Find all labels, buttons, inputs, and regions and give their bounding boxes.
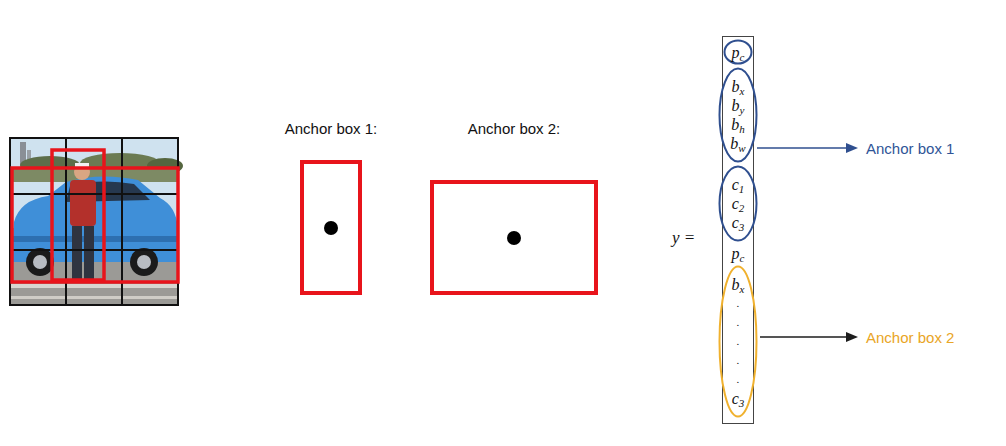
leader-line <box>757 143 858 153</box>
anchor-center-dot <box>507 231 521 245</box>
anchor-box: Anchor box 1: <box>300 160 362 295</box>
vector-group-ellipse: c1c2c3 <box>718 165 758 242</box>
vector-entry: c3 <box>732 213 745 237</box>
vector-label: y = <box>672 228 695 248</box>
vector-group-ellipse: bx.....c3 <box>718 265 758 418</box>
anchor-heading: Anchor box 1: <box>285 120 378 137</box>
anchor-label: Anchor box 1 <box>866 140 954 157</box>
detection-boxes <box>12 150 178 282</box>
anchor-label: Anchor box 2 <box>866 329 954 346</box>
vector-entry: c3 <box>732 389 745 413</box>
vector-entry: . <box>737 294 740 313</box>
anchor-box: Anchor box 2: <box>430 180 598 295</box>
vector-entry: . <box>737 351 740 370</box>
grid <box>10 138 178 305</box>
photo <box>10 138 183 305</box>
vector-entry: . <box>737 370 740 389</box>
vector-entry: pc <box>732 244 745 268</box>
anchor-heading: Anchor box 2: <box>468 120 561 137</box>
vector-entry: . <box>737 313 740 332</box>
vector-entry: pc <box>732 43 745 67</box>
leader-line <box>760 332 858 342</box>
vector-group-ellipse: bxbybhbw <box>718 67 758 163</box>
vector-entry: bx <box>732 275 745 299</box>
anchor-center-dot <box>324 221 338 235</box>
output-vector: pcbxbybhbwc1c2c3pcbx.....c3 <box>722 36 754 424</box>
vector-entry: bw <box>730 134 745 158</box>
vector-entry: . <box>737 332 740 351</box>
vector-group-ellipse: pc <box>723 39 753 65</box>
